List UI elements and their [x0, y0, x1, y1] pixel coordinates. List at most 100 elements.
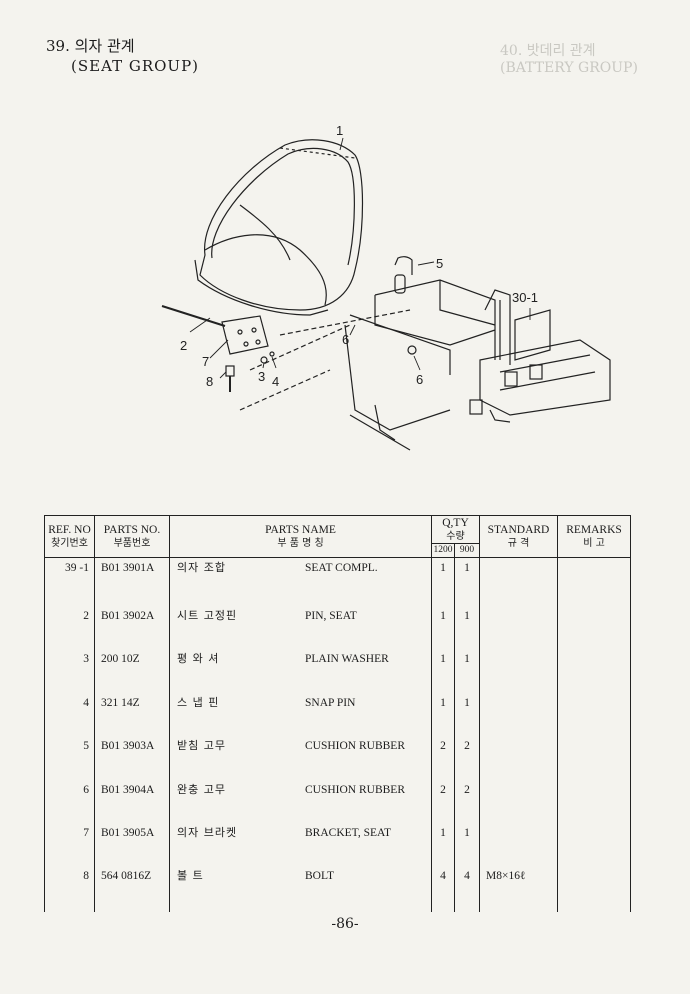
qty-1200-cell: 4: [431, 868, 455, 912]
callout-6a: 6: [342, 332, 349, 347]
parts-name-korean: 의자 브라켓: [177, 826, 238, 840]
parts-name-cell: 받침 고무 CUSHION RUBBER: [169, 738, 432, 782]
bolt-drawing: [225, 365, 235, 392]
parts-name-korean: 받침 고무: [177, 739, 226, 753]
snap-pin-drawing: [269, 351, 275, 357]
part-no-cell: B01 3904A: [94, 781, 170, 826]
part-no-cell: 321 14Z: [94, 694, 170, 739]
section-heading: 39. 의자 관계 (SEAT GROUP): [46, 36, 199, 76]
section-title: 39. 의자 관계: [46, 37, 135, 55]
ref-no-cell: 4: [44, 694, 95, 739]
bleed-through-heading: 40. 밧데리 관계 (BATTERY GROUP): [500, 40, 638, 76]
section-subtitle: (SEAT GROUP): [71, 57, 200, 75]
ref-no-cell: 7: [44, 825, 95, 869]
parts-name-cell: 시트 고정핀 PIN, SEAT: [169, 607, 432, 652]
seat-pin-drawing: [161, 305, 226, 327]
qty-900-cell: 1: [453, 557, 481, 608]
standard-cell: [479, 651, 559, 695]
parts-name-korean: 평 와 셔: [177, 652, 220, 666]
standard-cell: [479, 825, 559, 869]
remarks-cell: [557, 651, 632, 695]
remarks-cell: [557, 868, 632, 912]
parts-name-cell: 완충 고무 CUSHION RUBBER: [169, 781, 432, 826]
standard-cell: [479, 607, 559, 652]
part-no-cell: B01 3902A: [94, 607, 170, 652]
remarks-cell: [557, 738, 632, 782]
bleed-through-title: 40. 밧데리 관계: [500, 43, 596, 59]
standard-cell: [479, 738, 559, 782]
parts-name-cell: 의자 조합 SEAT COMPL.: [169, 557, 432, 608]
part-no-cell: B01 3903A: [94, 738, 170, 782]
parts-name-korean: 볼 트: [177, 869, 204, 883]
parts-name-korean: 완충 고무: [177, 782, 226, 796]
page-number: -86-: [331, 916, 359, 932]
standard-cell: [479, 557, 559, 608]
qty-900-cell: 1: [453, 651, 481, 695]
standard-cell: M8×16ℓ: [479, 868, 559, 912]
qty-900-cell: 1: [453, 607, 481, 652]
parts-name-cell: 평 와 셔 PLAIN WASHER: [169, 651, 432, 695]
parts-name-korean: 스 냅 핀: [177, 695, 220, 709]
header-qty-900: 900: [453, 543, 481, 558]
qty-900-cell: 4: [453, 868, 481, 912]
part-no-cell: B01 3901A: [94, 557, 170, 608]
qty-900-cell: 2: [453, 781, 481, 826]
qty-1200-cell: 1: [431, 557, 455, 608]
bleed-through-subtitle: (BATTERY GROUP): [500, 60, 638, 76]
callout-8: 8: [206, 374, 213, 389]
part-no-cell: 200 10Z: [94, 651, 170, 695]
ref-no-cell: 5: [44, 738, 95, 782]
parts-name-korean: 시트 고정핀: [177, 608, 238, 622]
ref-no-cell: 8: [44, 868, 95, 912]
callout-3: 3: [258, 369, 265, 384]
qty-900-cell: 1: [453, 694, 481, 739]
ref-no-cell: 39 -1: [44, 557, 95, 608]
parts-name-english: SEAT COMPL.: [305, 562, 378, 574]
part-no-cell: B01 3905A: [94, 825, 170, 869]
qty-1200-cell: 1: [431, 651, 455, 695]
standard-cell: [479, 694, 559, 739]
seat-exploded-diagram: 1 2 3 4 5 6 6 7 8 30-1: [161, 123, 611, 451]
qty-1200-cell: 2: [431, 781, 455, 826]
remarks-cell: [557, 694, 632, 739]
standard-cell: [479, 781, 559, 826]
qty-1200-cell: 1: [431, 825, 455, 869]
callout-6b: 6: [416, 372, 423, 387]
parts-name-cell: 스 냅 핀 SNAP PIN: [169, 694, 432, 739]
parts-name-english: PLAIN WASHER: [305, 653, 389, 666]
qty-900-cell: 2: [453, 738, 481, 782]
qty-1200-cell: 2: [431, 738, 455, 782]
qty-1200-cell: 1: [431, 607, 455, 652]
callout-7: 7: [202, 354, 209, 369]
seat-assembly-drawing: [194, 139, 364, 316]
parts-name-english: CUSHION RUBBER: [305, 783, 406, 796]
remarks-cell: [557, 781, 632, 826]
parts-name-english: SNAP PIN: [305, 696, 356, 709]
parts-name-korean: 의자 조합: [177, 561, 226, 574]
callout-4: 4: [272, 374, 279, 389]
parts-name-english: CUSHION RUBBER: [305, 740, 406, 753]
callout-1: 1: [336, 123, 343, 138]
qty-900-cell: 1: [453, 825, 481, 869]
parts-name-english: BOLT: [305, 870, 334, 883]
ref-no-cell: 6: [44, 781, 95, 826]
ref-no-cell: 3: [44, 651, 95, 695]
header-parts-no: PARTS NO.부품번호: [94, 515, 170, 558]
header-qty-1200: 1200: [431, 543, 455, 558]
callout-2: 2: [180, 338, 187, 353]
parts-name-english: PIN, SEAT: [305, 609, 357, 622]
qty-1200-cell: 1: [431, 694, 455, 739]
part-no-cell: 564 0816Z: [94, 868, 170, 912]
